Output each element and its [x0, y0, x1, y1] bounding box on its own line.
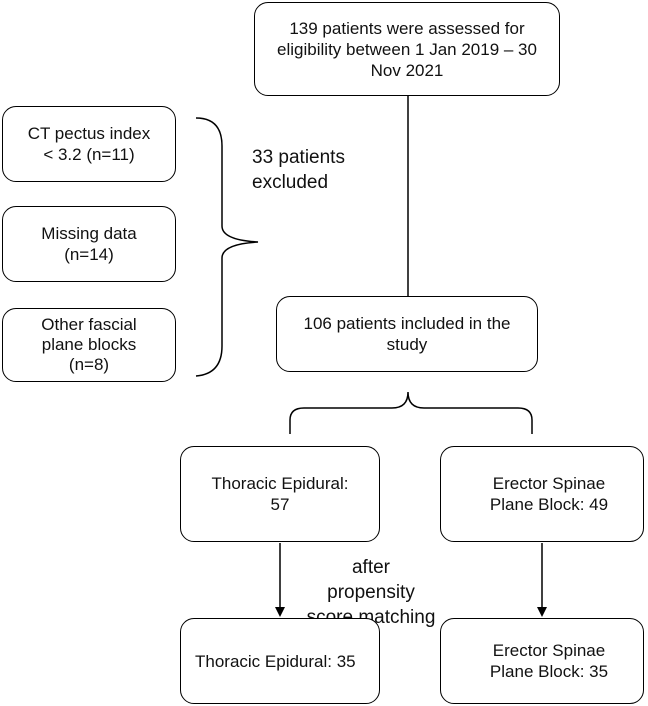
missing-data-text: Missing data (n=14) — [41, 224, 137, 264]
other-blocks-text: Other fascial plane blocks (n=8) — [41, 315, 137, 374]
exclusion-brace — [195, 117, 259, 377]
included-box: 106 patients included in the study — [276, 296, 538, 372]
erector-before-box: Erector Spinae Plane Block: 49 — [440, 446, 644, 542]
split-brace — [289, 391, 533, 434]
erector-arrowhead — [537, 607, 547, 617]
missing-data-box: Missing data (n=14) — [2, 206, 176, 282]
excluded-label: 33 patients excluded — [252, 147, 345, 193]
erector-after-box: Erector Spinae Plane Block: 35 — [440, 618, 644, 704]
thoracic-after-box: Thoracic Epidural: 35 — [180, 618, 380, 704]
erector-after-text: Erector Spinae Plane Block: 35 — [489, 641, 609, 681]
ct-index-box: CT pectus index < 3.2 (n=11) — [2, 106, 176, 182]
other-blocks-box: Other fascial plane blocks (n=8) — [2, 308, 176, 382]
ct-index-text: CT pectus index < 3.2 (n=11) — [27, 124, 151, 164]
thoracic-before-text: Thoracic Epidural: 57 — [211, 474, 349, 514]
thoracic-arrowhead — [275, 607, 285, 617]
assessed-text: 139 patients were assessed for eligibili… — [277, 18, 537, 80]
matching-label: after propensity score matching — [306, 557, 436, 628]
thoracic-after-text: Thoracic Epidural: 35 — [195, 651, 356, 671]
thoracic-before-box: Thoracic Epidural: 57 — [180, 446, 380, 542]
erector-before-text: Erector Spinae Plane Block: 49 — [489, 474, 609, 514]
included-text: 106 patients included in the study — [303, 314, 511, 354]
assessed-box: 139 patients were assessed for eligibili… — [254, 2, 560, 96]
